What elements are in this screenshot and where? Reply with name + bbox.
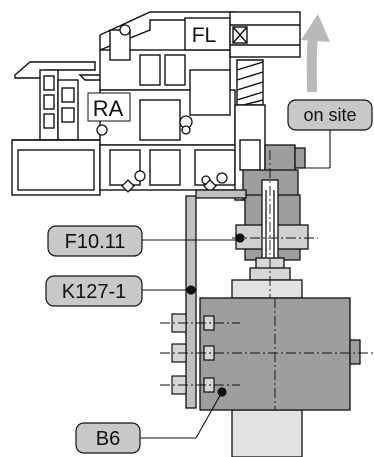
callout-b6: B6 [75,422,141,454]
k127-plate [185,189,247,409]
up-arrow-icon [301,14,330,93]
svg-text:on site: on site [303,105,356,125]
callout-f10-11: F10.11 [47,225,143,257]
fixing-assembly [235,179,309,281]
profile-seals [96,24,228,193]
label-fl: FL [186,20,222,47]
callout-on-site: on site [287,99,373,131]
svg-text:B6: B6 [96,428,120,450]
svg-text:FL: FL [192,24,217,47]
svg-text:F10.11: F10.11 [65,231,126,253]
window-profile-assembly [11,11,301,201]
leader-lines [140,130,331,439]
axis-lines [160,150,374,410]
callout-k127-1: K127-1 [45,275,143,307]
support-column [199,279,361,457]
svg-text:RA: RA [93,96,124,121]
svg-text:K127-1: K127-1 [62,281,127,303]
label-ra: RA [87,92,131,122]
